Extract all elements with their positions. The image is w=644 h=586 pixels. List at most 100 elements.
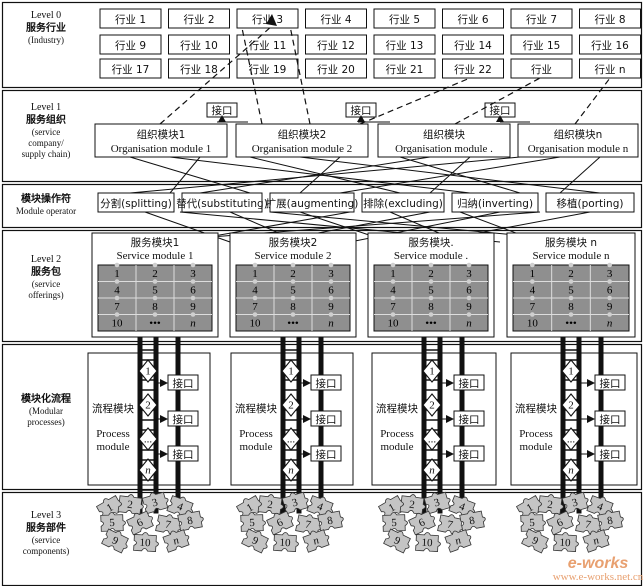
component-piece-label: 5 (529, 517, 535, 529)
component-piece: n (162, 529, 190, 553)
process-interface-arrow (303, 415, 311, 423)
component-piece-shape (273, 532, 299, 552)
puzzle-piece-label: 5 (152, 285, 158, 297)
component-piece-shape (101, 528, 129, 554)
level-en-1-2: supply chain) (22, 149, 71, 159)
process-interface-label: 接口 (459, 413, 480, 426)
process-interface-arrow (160, 450, 168, 458)
process-module-cn: 流程模块 (92, 402, 134, 415)
process-module-en: module (381, 441, 414, 453)
industry-label: 行业 21 (386, 63, 424, 76)
puzzle-piece-label: 8 (428, 301, 434, 313)
puzzle-knob (428, 279, 434, 284)
puzzle-knob (607, 295, 612, 301)
process-module-cn: 流程模块 (235, 402, 277, 415)
process-step-diamond (561, 393, 581, 417)
process-rail (437, 337, 443, 514)
puzzle-knob (114, 295, 120, 301)
component-piece-shape (126, 510, 154, 536)
process-interface-box (453, 410, 485, 427)
industry-box (510, 58, 573, 79)
process-step-diamond (561, 458, 581, 482)
process-interface-arrow (587, 450, 595, 458)
puzzle-piece-label: 3 (190, 268, 196, 280)
puzzle-piece-label: 8 (152, 301, 158, 313)
level-en-4-1: processes) (27, 417, 65, 427)
operator-link-top (339, 156, 561, 194)
industry-box (305, 34, 367, 55)
component-piece-label: 7 (446, 519, 454, 532)
level-en-5-1: components) (23, 546, 70, 556)
service-module-en: Service module n (533, 250, 610, 262)
process-step-label: n (288, 465, 294, 477)
process-module-cn: 流程模块 (376, 402, 418, 415)
operator-label: 移植(porting) (557, 197, 624, 210)
industry-arrowhead (266, 14, 277, 26)
puzzle-knob (290, 312, 296, 317)
operator-box (97, 192, 175, 213)
component-piece: n (302, 529, 330, 553)
level-cn-5: 服务部件 (26, 521, 66, 534)
component-piece-label: 3 (291, 496, 300, 509)
puzzle-knob (252, 295, 258, 301)
puzzle-knob (252, 262, 258, 268)
service-module-en: Service module 1 (117, 250, 194, 262)
industry-box (510, 8, 573, 29)
puzzle-knob (152, 312, 158, 317)
puzzle-piece-label: ••• (149, 318, 161, 330)
level-en-3-1: offerings) (28, 290, 63, 300)
industry-box (236, 58, 299, 79)
component-piece-label: n (171, 534, 181, 547)
puzzle-knob (530, 295, 535, 301)
puzzle-piece-label: 1 (252, 268, 258, 280)
process-interface-box (453, 445, 485, 462)
org-industry-dashed-link (454, 77, 541, 125)
puzzle-knob (328, 312, 334, 317)
org-module-en: Organisation module n (528, 143, 629, 155)
industry-box (99, 58, 162, 79)
component-piece-shape (162, 529, 190, 553)
component-piece: 8 (317, 510, 344, 532)
component-piece-shape (582, 529, 610, 553)
industry-box (168, 58, 230, 79)
level-en-0-0: (Industry) (28, 35, 64, 45)
component-piece-shape (444, 529, 472, 553)
interface-arrow (218, 115, 226, 122)
operator-box (451, 192, 539, 213)
puzzle-piece-label: 7 (114, 301, 120, 313)
puzzle-knob (190, 312, 196, 317)
service-module-en: Service module 2 (255, 250, 332, 262)
component-piece-label: 1 (245, 501, 256, 514)
operator-label: 扩展(augmenting) (266, 197, 359, 210)
operator-link-top (129, 156, 251, 194)
component-piece-shape (382, 512, 408, 532)
puzzle-piece-label: 4 (114, 285, 120, 297)
process-step-diamond (281, 458, 301, 482)
org-industry-dashed-link (241, 27, 263, 125)
process-interface-box (167, 410, 199, 427)
industry-label: 行业 12 (317, 39, 355, 52)
puzzle-piece-label: 8 (568, 301, 574, 313)
puzzle-piece-label: n (607, 318, 613, 330)
process-interface-label: 接口 (316, 448, 337, 461)
puzzle-knob (428, 312, 434, 317)
service-module-cn: 服务模块 n (545, 236, 597, 249)
component-piece-shape (546, 510, 574, 536)
component-piece-label: 10 (559, 537, 571, 550)
component-piece: 8 (597, 510, 624, 532)
org-module-en: Organisation module 1 (111, 143, 212, 155)
industry-box (99, 8, 162, 29)
industry-box (579, 8, 641, 29)
level-en-4-0: (Modular (29, 406, 63, 416)
process-step-diamond (281, 359, 301, 383)
org-module-cn: 组织模块n (554, 128, 603, 141)
component-piece-shape (302, 529, 330, 553)
component-piece-label: 8 (468, 514, 476, 527)
org-module-cn: 组织模块1 (137, 128, 186, 141)
component-piece-shape (408, 510, 436, 536)
industry-label: 行业 5 (389, 13, 420, 26)
operator-box (269, 192, 355, 213)
operator-label: 排除(excluding) (363, 197, 443, 210)
interface-label: 接口 (212, 104, 233, 117)
industry-box (579, 58, 641, 79)
